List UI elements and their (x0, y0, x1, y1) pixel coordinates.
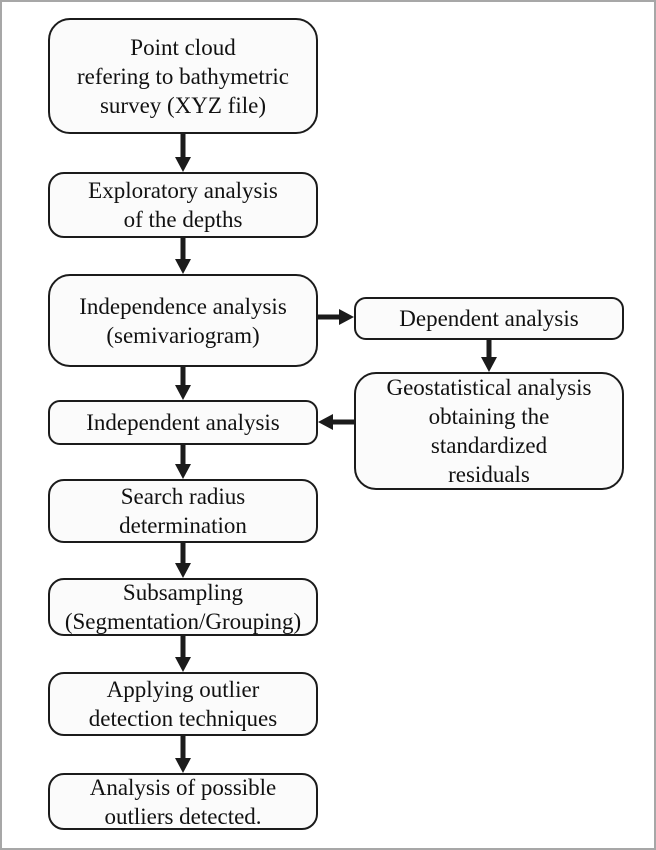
arrow-down-icon (481, 340, 497, 372)
node-applying-outlier-label: Applying outlier detection techniques (88, 677, 278, 731)
node-analysis-outliers-label: Analysis of possible outliers detected. (89, 774, 277, 829)
node-exploratory-analysis-label: Exploratory analysis of the depths (88, 178, 278, 232)
node-independent-analysis-label: Independent analysis (86, 410, 280, 435)
node-search-radius-label: Search radius determination (119, 484, 247, 538)
node-geostatistical-analysis: Geostatistical analysis obtaining the st… (354, 372, 624, 490)
node-exploratory-analysis: Exploratory analysis of the depths (48, 172, 318, 238)
arrow-down-icon (175, 445, 191, 479)
node-independent-analysis: Independent analysis (48, 400, 318, 445)
node-independence-analysis-label: Independence analysis (semivariogram) (79, 293, 287, 348)
node-point-cloud: Point cloud refering to bathymetric surv… (48, 18, 318, 134)
arrow-left-icon (318, 414, 354, 430)
node-independence-analysis: Independence analysis (semivariogram) (48, 274, 318, 367)
node-subsampling-label: Subsampling (Segmentation/Grouping) (64, 580, 302, 634)
arrow-down-icon (175, 238, 191, 274)
node-analysis-outliers: Analysis of possible outliers detected. (48, 773, 318, 830)
node-dependent-analysis-label: Dependent analysis (399, 306, 579, 331)
node-applying-outlier: Applying outlier detection techniques (48, 672, 318, 736)
arrow-right-icon (318, 309, 354, 325)
arrow-down-icon (175, 735, 191, 773)
arrow-down-icon (175, 636, 191, 672)
node-geostatistical-analysis-label: Geostatistical analysis obtaining the st… (386, 375, 592, 487)
arrow-down-icon (175, 134, 191, 172)
node-subsampling: Subsampling (Segmentation/Grouping) (48, 578, 318, 636)
node-point-cloud-label: Point cloud refering to bathymetric surv… (76, 34, 290, 118)
arrow-down-icon (175, 367, 191, 400)
node-dependent-analysis: Dependent analysis (354, 297, 624, 340)
node-search-radius: Search radius determination (48, 479, 318, 543)
arrow-down-icon (175, 543, 191, 578)
